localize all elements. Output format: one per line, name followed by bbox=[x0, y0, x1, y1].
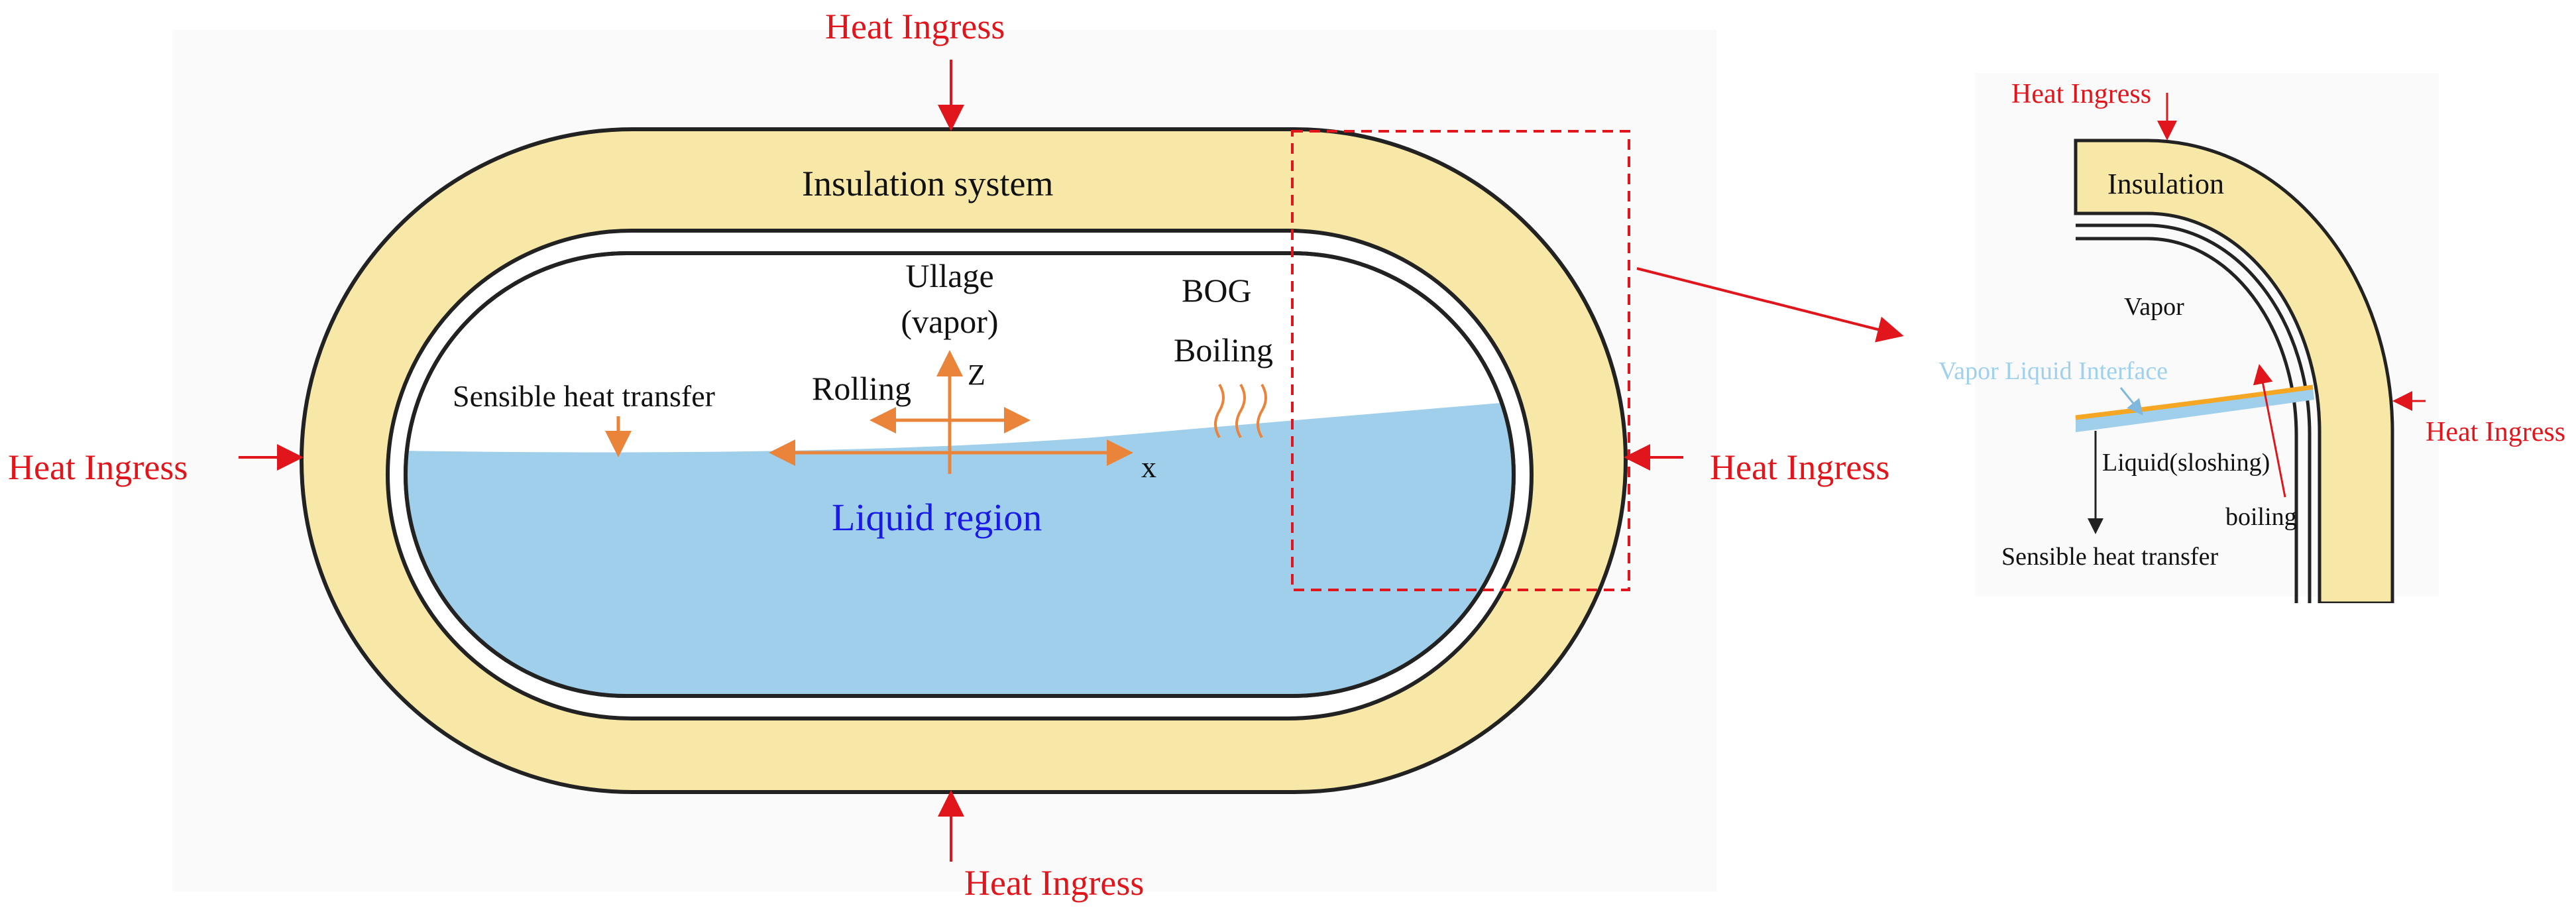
main-tank bbox=[300, 127, 1628, 794]
heat-arrows-main bbox=[239, 60, 1904, 862]
heat-ingress-left-label: Heat Ingress bbox=[8, 447, 188, 487]
x-axis-label: x bbox=[1141, 450, 1156, 484]
vapor-label: (vapor) bbox=[901, 303, 998, 340]
heat-ingress-top-label: Heat Ingress bbox=[825, 7, 1005, 46]
bog-label: BOG bbox=[1182, 272, 1252, 309]
detail-liquid-band bbox=[2076, 388, 2314, 432]
detail-interface-line bbox=[2075, 384, 2314, 420]
axes bbox=[605, 350, 1133, 474]
ullage-label: Ullage bbox=[905, 257, 993, 294]
detail-boiling-arrow bbox=[2253, 364, 2286, 498]
heat-ingress-right-label: Heat Ingress bbox=[1710, 447, 1889, 487]
detail-boiling-label: boiling bbox=[2225, 503, 2297, 531]
detail-vapor-label: Vapor bbox=[2124, 293, 2184, 321]
detail-sensible-label: Sensible heat transfer bbox=[2001, 543, 2218, 571]
detail-insulation-label: Insulation bbox=[2107, 168, 2224, 200]
rolling-label: Rolling bbox=[812, 370, 911, 407]
zoom-connector-arrow bbox=[1636, 267, 1904, 343]
z-axis-label: Z bbox=[968, 359, 985, 391]
detail-heat-top-label: Heat Ingress bbox=[2011, 79, 2151, 109]
detail-insulation bbox=[2074, 139, 2394, 603]
sensible-heat-label: Sensible heat transfer bbox=[453, 379, 715, 413]
main-labels: Heat Ingress Heat Ingress Heat Ingress H… bbox=[8, 7, 1889, 903]
detail-view: Heat Ingress Heat Ingress Insulation Vap… bbox=[1938, 79, 2565, 603]
boiling-label: Boiling bbox=[1174, 331, 1273, 369]
detail-interface-label: Vapor Liquid Interface bbox=[1938, 357, 2168, 385]
heat-ingress-bottom-label: Heat Ingress bbox=[964, 863, 1144, 903]
wavy-boiling-icon bbox=[1214, 383, 1267, 439]
liquid-region-label: Liquid region bbox=[832, 496, 1042, 539]
detail-interface-pointer bbox=[2119, 387, 2143, 416]
detail-liquid-label: Liquid(sloshing) bbox=[2102, 449, 2270, 477]
liquid-region bbox=[406, 401, 1514, 696]
insulation-system-label: Insulation system bbox=[802, 164, 1053, 203]
dashed-zoom-box bbox=[1291, 130, 1630, 591]
detail-heat-right-label: Heat Ingress bbox=[2426, 417, 2565, 447]
